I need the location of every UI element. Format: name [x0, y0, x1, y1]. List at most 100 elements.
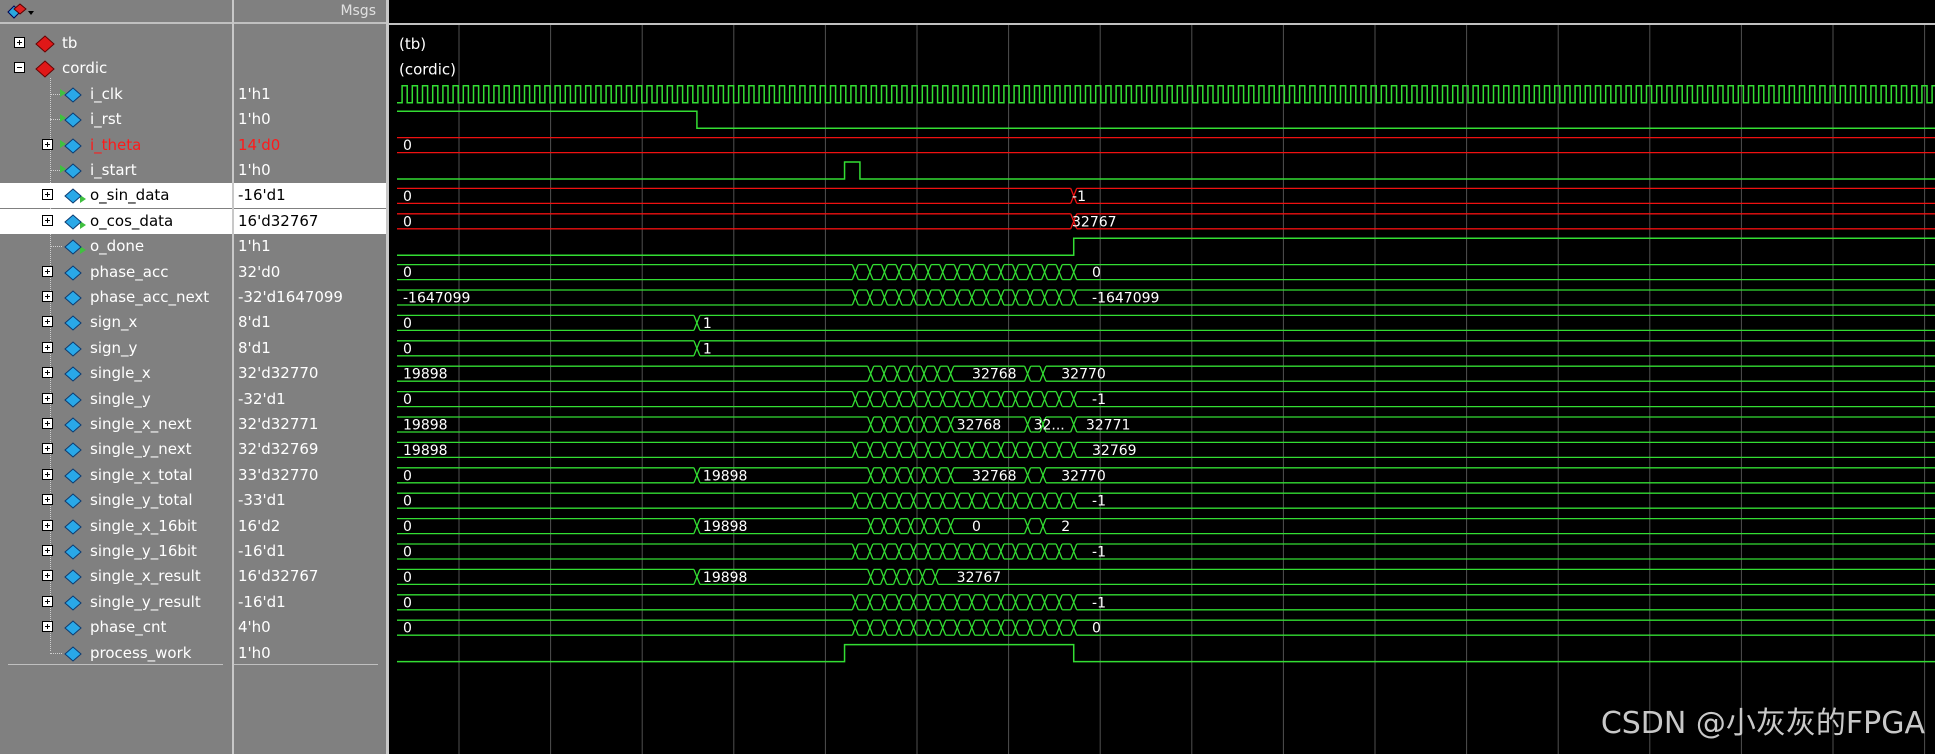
expand-toggle-icon[interactable]	[14, 37, 25, 48]
bus-value-label: 32770	[1061, 468, 1106, 484]
expand-toggle-icon[interactable]	[42, 570, 53, 582]
expand-toggle-icon[interactable]	[42, 621, 53, 633]
signal-row-single-x-16bit[interactable]: single_x_16bit	[0, 514, 232, 539]
bus-transition	[956, 391, 961, 407]
expand-toggle-icon[interactable]	[42, 138, 53, 150]
signal-name: phase_cnt	[90, 618, 167, 637]
signal-row-o-cos-data[interactable]: o_cos_data	[0, 208, 232, 234]
bus-transition	[1043, 391, 1049, 407]
signal-row-single-y-total[interactable]: single_y_total	[0, 488, 232, 513]
wave-o-sin-data[interactable]: 0-1	[397, 187, 1935, 205]
wave-i-clk[interactable]	[397, 85, 1935, 104]
signal-value-o-cos-data: 16'd32767	[234, 208, 386, 234]
signal-row-phase-cnt[interactable]: phase_cnt	[0, 615, 232, 640]
wave-phase-acc-next[interactable]: -1647099-1647099	[397, 289, 1935, 307]
bus-transition	[912, 594, 918, 611]
signal-row-single-y[interactable]: single_y	[0, 387, 232, 412]
wave-i-start[interactable]	[397, 161, 1935, 180]
expand-toggle-icon[interactable]	[42, 291, 53, 302]
wave-i-theta[interactable]: 0	[397, 136, 1935, 155]
signal-row-i-clk[interactable]: i_clk	[0, 82, 232, 107]
wave-i-rst[interactable]	[397, 110, 1935, 129]
signal-row-single-x-result[interactable]: single_x_result	[0, 564, 232, 589]
instance-name: tb	[62, 34, 78, 52]
bus-transition	[1073, 264, 1078, 280]
expand-toggle-icon[interactable]	[42, 468, 53, 480]
tree-instance-tb[interactable]: tb	[0, 31, 232, 56]
wave-o-done[interactable]	[397, 237, 1935, 256]
signal-row-single-x[interactable]: single_x	[0, 361, 232, 386]
tree-instance-cordic[interactable]: cordic	[0, 56, 232, 81]
wave-single-y[interactable]: 0-1	[397, 390, 1935, 409]
signal-row-single-x-next[interactable]: single_x_next	[0, 412, 232, 437]
signal-row-single-y-16bit[interactable]: single_y_16bit	[0, 539, 232, 564]
bus-transition	[949, 416, 955, 433]
bus-transition	[923, 467, 928, 484]
signal-row-phase-acc-next[interactable]: phase_acc_next	[0, 285, 232, 310]
signal-row-o-sin-data[interactable]: o_sin_data	[0, 183, 232, 209]
bus-value-label: 19898	[403, 443, 448, 459]
bus-transition	[956, 619, 961, 636]
tree-branch	[50, 246, 62, 248]
wave-toolbar-icon[interactable]	[6, 3, 36, 25]
instance-wave-label: (cordic)	[399, 60, 456, 78]
signal-row-single-y-next[interactable]: single_y_next	[0, 437, 232, 462]
expand-toggle-icon[interactable]	[42, 519, 53, 531]
signal-row-phase-acc[interactable]: phase_acc	[0, 260, 232, 285]
expand-toggle-icon[interactable]	[42, 392, 53, 404]
signal-name: i_clk	[90, 84, 123, 103]
signal-row-single-x-total[interactable]: single_x_total	[0, 463, 232, 488]
wave-single-y-result[interactable]: 0-1	[397, 594, 1935, 612]
signal-value-o-sin-data: -16'd1	[234, 183, 386, 209]
tree-branch	[50, 93, 62, 95]
expand-toggle-icon[interactable]	[42, 418, 53, 429]
expand-toggle-icon[interactable]	[42, 265, 53, 277]
pane-splitter-left[interactable]	[232, 0, 234, 754]
expand-toggle-icon[interactable]	[42, 595, 53, 607]
signal-row-process-work[interactable]: process_work	[0, 641, 232, 666]
expand-toggle-icon[interactable]	[42, 316, 53, 328]
bus-transition	[1073, 594, 1078, 611]
bus-transition	[934, 569, 939, 585]
bus-transition	[1026, 518, 1032, 534]
signal-name: single_y_16bit	[90, 542, 197, 560]
signal-row-single-y-result[interactable]: single_y_result	[0, 590, 232, 615]
signal-row-sign-x[interactable]: sign_x	[0, 310, 232, 335]
expand-toggle-icon[interactable]	[42, 545, 53, 556]
bus-transition	[1043, 442, 1049, 458]
expand-toggle-icon[interactable]	[42, 341, 53, 353]
signal-row-i-rst[interactable]: i_rst	[0, 107, 232, 132]
pane-splitter-right[interactable]	[386, 0, 389, 754]
tree-branch	[50, 119, 62, 121]
signal-row-o-done[interactable]: o_done	[0, 234, 232, 259]
expand-toggle-icon[interactable]	[42, 494, 53, 506]
bus-transition	[896, 365, 901, 382]
wave-process-work[interactable]	[397, 643, 1935, 663]
expand-toggle-icon[interactable]	[42, 443, 53, 455]
wave-single-y-16bit[interactable]: 0-1	[397, 543, 1935, 561]
signal-row-sign-y[interactable]: sign_y	[0, 336, 232, 361]
expand-toggle-icon[interactable]	[42, 367, 53, 379]
expand-toggle-icon[interactable]	[42, 189, 53, 201]
bus-transition	[956, 442, 961, 458]
signal-row-i-theta[interactable]: i_theta	[0, 133, 232, 158]
wave-single-y-total[interactable]: 0-1	[397, 492, 1935, 510]
bus-transition	[912, 619, 918, 636]
expand-toggle-icon[interactable]	[42, 214, 53, 226]
bus-transition	[896, 467, 901, 484]
bus-transition	[1043, 264, 1049, 280]
signal-row-i-start[interactable]: i_start	[0, 158, 232, 183]
collapse-toggle-icon[interactable]	[14, 62, 25, 74]
